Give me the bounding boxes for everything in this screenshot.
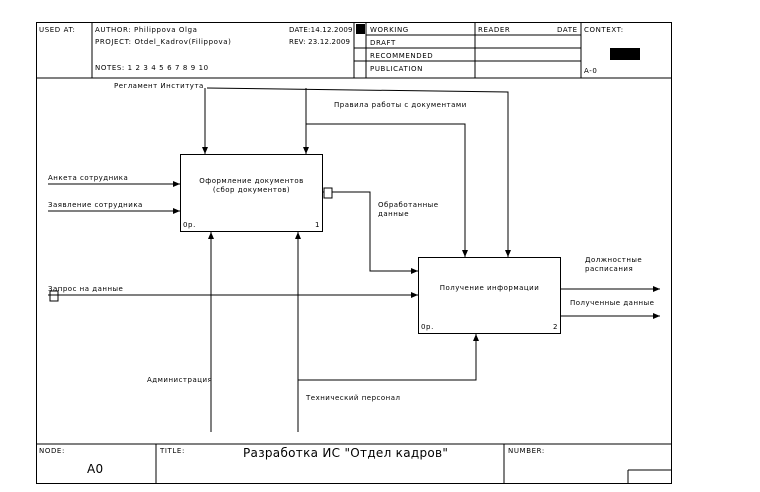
diagram-title: Разработка ИС "Отдел кадров" xyxy=(243,446,449,460)
status-working: WORKING xyxy=(370,26,409,34)
activity-box-1-cost: 0р. xyxy=(183,221,196,229)
status-draft: DRAFT xyxy=(370,39,396,47)
label-control-reglament: Регламент Института xyxy=(114,82,204,90)
date-label: DATE xyxy=(557,26,578,34)
rev: REV: 23.12.2009 xyxy=(289,38,351,46)
working-status-fill xyxy=(356,24,365,34)
activity-box-2-title: Получение информации xyxy=(439,284,540,292)
reader-label: READER xyxy=(478,26,511,34)
activity-box-1-title: Оформление документов (сбор документов) xyxy=(199,177,304,194)
activity-box-1: Оформление документов (сбор документов) … xyxy=(180,154,323,232)
number-label: NUMBER: xyxy=(508,447,545,455)
arrow-control-rules-box2 xyxy=(306,123,468,257)
label-input-zayavlenie: Заявление сотрудника xyxy=(48,201,143,209)
author: AUTHOR: Philippova Olga xyxy=(95,26,198,34)
arrow-control-reglament-box2 xyxy=(206,87,511,257)
used-at-label: USED AT: xyxy=(39,26,76,34)
project: PROJECT: Otdel_Kadrov(Filippova) xyxy=(95,38,232,46)
context-label: CONTEXT: xyxy=(584,26,624,34)
label-output-poluchennye: Полученные данные xyxy=(570,299,655,307)
label-output-dolzhnostnye: Должностные расписания xyxy=(585,256,643,273)
activity-box-2: Получение информации 0р. 2 xyxy=(418,257,561,334)
label-mech-tech: Технический персонал xyxy=(306,394,401,402)
activity-box-2-number: 2 xyxy=(552,323,558,331)
tunnel-marker xyxy=(323,187,333,199)
label-input-anketa: Анкета сотрудника xyxy=(48,174,129,182)
title-label: TITLE: xyxy=(160,447,185,455)
context-thumbnail xyxy=(610,48,640,60)
node-label: NODE: xyxy=(39,447,65,455)
label-control-rules: Правила работы с документами xyxy=(334,101,467,109)
label-input-zapros: Запрос на данные xyxy=(48,285,124,293)
label-obrabotannye: Обработанные данные xyxy=(378,201,439,218)
activity-box-2-cost: 0р. xyxy=(421,323,434,331)
activity-box-1-number: 1 xyxy=(314,221,320,229)
status-publication: PUBLICATION xyxy=(370,65,423,73)
status-recommended: RECOMMENDED xyxy=(370,52,434,60)
context-node: A-0 xyxy=(584,67,598,75)
tunnel-marker-input xyxy=(49,290,59,302)
arrow-obrabotannye xyxy=(323,191,418,274)
arrow-mech-tech-box2 xyxy=(298,334,479,381)
notes: NOTES: 1 2 3 4 5 6 7 8 9 10 xyxy=(95,64,209,72)
label-mech-admin: Администрация xyxy=(147,376,213,384)
node-value: A0 xyxy=(87,462,104,476)
date: DATE:14.12.2009 xyxy=(289,26,353,34)
